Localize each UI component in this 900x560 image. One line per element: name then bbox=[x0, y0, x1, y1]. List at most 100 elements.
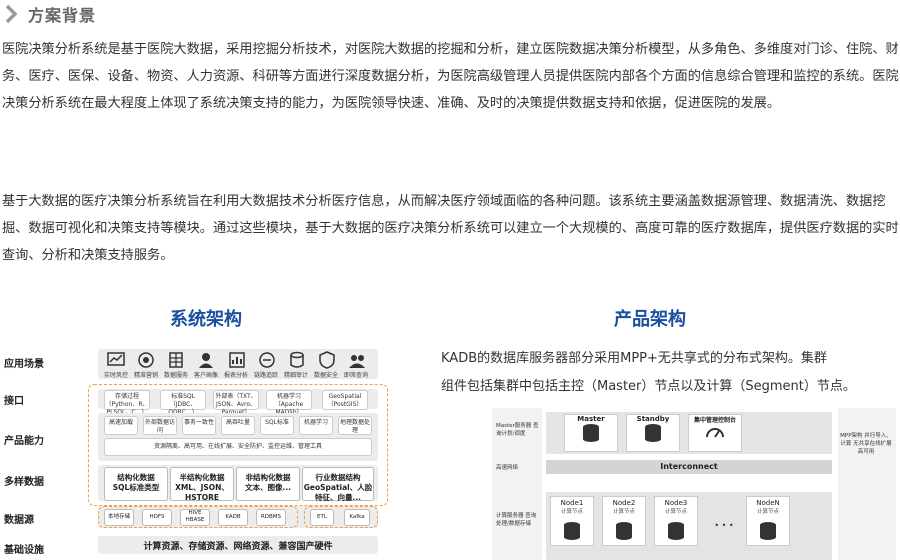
row-label-apps: 应用场景 bbox=[4, 359, 44, 370]
node-2-label: 计算节点 bbox=[612, 509, 635, 515]
data-box-2: 非结构化数据 文本、图像... bbox=[236, 467, 300, 501]
left-label-panel bbox=[492, 408, 542, 560]
node-1-database-icon bbox=[564, 522, 580, 540]
capability-strip: 资源隔离、高可用、在线扩展、安全防护、监控运维、管理工具 bbox=[104, 438, 372, 456]
infra-bar bbox=[98, 536, 378, 554]
interface-box-1: 标准SQL（JDBC、ODBC…） bbox=[160, 390, 206, 416]
node-box-1: Node1 计算节点 bbox=[550, 496, 594, 546]
node-box-3: Node3 计算节点 bbox=[654, 496, 698, 546]
data-box-1-sub: XML、JSON、HSTORE bbox=[175, 483, 229, 502]
node-3-database-icon bbox=[668, 522, 684, 540]
master-box: Master bbox=[564, 414, 618, 452]
app-label-5: 链路追踪 bbox=[253, 372, 278, 379]
node-1-name: Node1 bbox=[560, 499, 584, 507]
paragraph-2: 基于大数据的医疗决策分析系统旨在利用大数据技术分析医疗信息，从而解决医疗领域面临… bbox=[2, 194, 899, 263]
app-label-8: 即席查询 bbox=[343, 372, 368, 379]
section-heading: 方案背景 bbox=[4, 2, 96, 26]
node-box-n: NodeN 计算节点 bbox=[746, 496, 790, 546]
source-box-3: KADB bbox=[218, 509, 248, 526]
source-box-1: HDFS bbox=[142, 509, 172, 526]
node-3-label: 计算节点 bbox=[664, 509, 687, 515]
interface-box-0: 存储过程（Python、R、PLSQL、C…） bbox=[104, 390, 150, 416]
node-n-name: NodeN bbox=[756, 499, 780, 507]
node-n-database-icon bbox=[760, 522, 776, 540]
standby-box: Standby bbox=[626, 414, 680, 452]
product-desc-line-1: KADB的数据库服务器部分采用MPP+无共享式的分布式架构。集群 bbox=[441, 351, 827, 366]
label-mpp: MPP架构 并行导入、计算 无共享在线扩展 高可用 bbox=[840, 433, 892, 455]
node-n-label: 计算节点 bbox=[756, 509, 779, 515]
row-label-infra: 基础设施 bbox=[4, 545, 44, 556]
data-box-1-title: 半结构化数据 bbox=[179, 473, 225, 482]
shield-icon bbox=[319, 351, 335, 369]
standby-database-icon bbox=[645, 424, 661, 442]
product-architecture-diagram: Master服务器 查询计划/调度 高速网络 计算服务器 查询处理/数据存储 M… bbox=[492, 408, 896, 560]
right-label-panel bbox=[838, 408, 896, 560]
label-master-server: Master服务器 查询计划/调度 bbox=[496, 423, 539, 437]
nodes-ellipsis: • • • bbox=[714, 521, 734, 530]
row-label-capability: 产品能力 bbox=[4, 436, 44, 447]
capability-box-4: SQL标准 bbox=[260, 416, 294, 435]
audit-icon bbox=[290, 351, 304, 368]
interface-box-2: 外部表（TXT、JSON、Avro、Parquet） bbox=[213, 390, 259, 416]
source-box-5: ETL bbox=[310, 509, 334, 526]
capability-box-5: 机器学习 bbox=[299, 416, 333, 435]
row-label-interface: 接口 bbox=[4, 396, 24, 407]
node-2-database-icon bbox=[616, 522, 632, 540]
report-icon bbox=[229, 352, 245, 368]
row-label-data: 多样数据 bbox=[4, 477, 44, 488]
master-label: Master bbox=[577, 415, 605, 423]
source-dashed-group-left bbox=[98, 506, 298, 528]
link-icon bbox=[259, 352, 275, 368]
node-box-2: Node2 计算节点 bbox=[602, 496, 646, 546]
chevron-right-icon bbox=[5, 4, 18, 24]
label-compute-server: 计算服务器 查询处理/数据存储 bbox=[496, 513, 537, 527]
management-console-label: 集中管理控制台 bbox=[693, 417, 736, 424]
data-box-1: 半结构化数据 XML、JSON、HSTORE bbox=[170, 467, 234, 502]
product-desc-line-2: 组件包括集群中包括主控（Master）节点以及计算（Segment）节点。 bbox=[441, 379, 856, 394]
product-dashed-container bbox=[88, 384, 388, 506]
data-box-0-title: 结构化数据 bbox=[117, 473, 155, 482]
data-box-2-sub: 文本、图像... bbox=[244, 483, 292, 492]
capability-box-6: 地理数据处理 bbox=[338, 416, 372, 435]
query-icon bbox=[349, 355, 365, 368]
data-box-3: 行业数据结构 GeoSpatial、人脸特征、向量... bbox=[302, 467, 374, 502]
standby-label: Standby bbox=[636, 415, 670, 423]
capability-box-1: 外部数据访问 bbox=[143, 416, 177, 435]
app-label-0: 实时风控 bbox=[103, 372, 128, 379]
paragraph-1: 医院决策分析系统是基于医院大数据，采用挖掘分析技术，对医院大数据的挖掘和分析，建… bbox=[2, 42, 899, 111]
source-box-0: 本地存储 bbox=[104, 509, 134, 526]
capability-box-3: 高吞吐量 bbox=[221, 416, 255, 435]
system-architecture-title: 系统架构 bbox=[170, 309, 242, 330]
node-3-name: Node3 bbox=[664, 499, 688, 507]
data-box-2-title: 非结构化数据 bbox=[245, 473, 291, 482]
system-architecture-diagram: 应用场景 接口 产品能力 多样数据 数据源 基础设施 实时风控 精准营销 数据服… bbox=[0, 340, 400, 560]
interface-box-3: 机器学习（Apache MADlib） bbox=[266, 390, 312, 416]
gauge-icon bbox=[706, 428, 724, 438]
infra-text: 计算资源、存储资源、网络资源、兼容国产硬件 bbox=[143, 542, 333, 552]
capability-box-2: 事务一致性 bbox=[182, 416, 216, 435]
source-box-4: RDBMS bbox=[256, 509, 286, 526]
row-label-source: 数据源 bbox=[4, 515, 34, 526]
app-label-6: 精细审计 bbox=[283, 372, 308, 379]
source-box-6: Kafka bbox=[344, 509, 370, 526]
data-box-0-sub: SQL标准类型 bbox=[112, 483, 160, 492]
interconnect-bar: Interconnect bbox=[546, 460, 832, 474]
interface-box-4: GeoSpatial（PostGIS） bbox=[322, 390, 368, 410]
data-box-0: 结构化数据 SQL标准类型 bbox=[104, 467, 168, 501]
node-1-label: 计算节点 bbox=[560, 509, 583, 515]
chart-icon bbox=[107, 352, 125, 366]
app-label-3: 客户画像 bbox=[193, 372, 218, 379]
heading-text: 方案背景 bbox=[28, 6, 97, 25]
app-label-2: 数据服务 bbox=[163, 372, 188, 379]
database-icon bbox=[169, 352, 183, 368]
data-box-3-sub: GeoSpatial、人脸特征、向量... bbox=[303, 483, 373, 502]
target-icon bbox=[138, 352, 154, 368]
data-box-3-title: 行业数据结构 bbox=[315, 473, 361, 482]
user-icon bbox=[199, 353, 213, 368]
source-dashed-group-right bbox=[304, 506, 378, 528]
management-console-box: 集中管理控制台 bbox=[688, 414, 742, 452]
source-box-2: HIVE HBASE bbox=[180, 509, 210, 526]
product-architecture-title: 产品架构 bbox=[614, 309, 686, 330]
master-database-icon bbox=[583, 424, 599, 442]
capability-box-0: 高速加载 bbox=[104, 416, 138, 435]
